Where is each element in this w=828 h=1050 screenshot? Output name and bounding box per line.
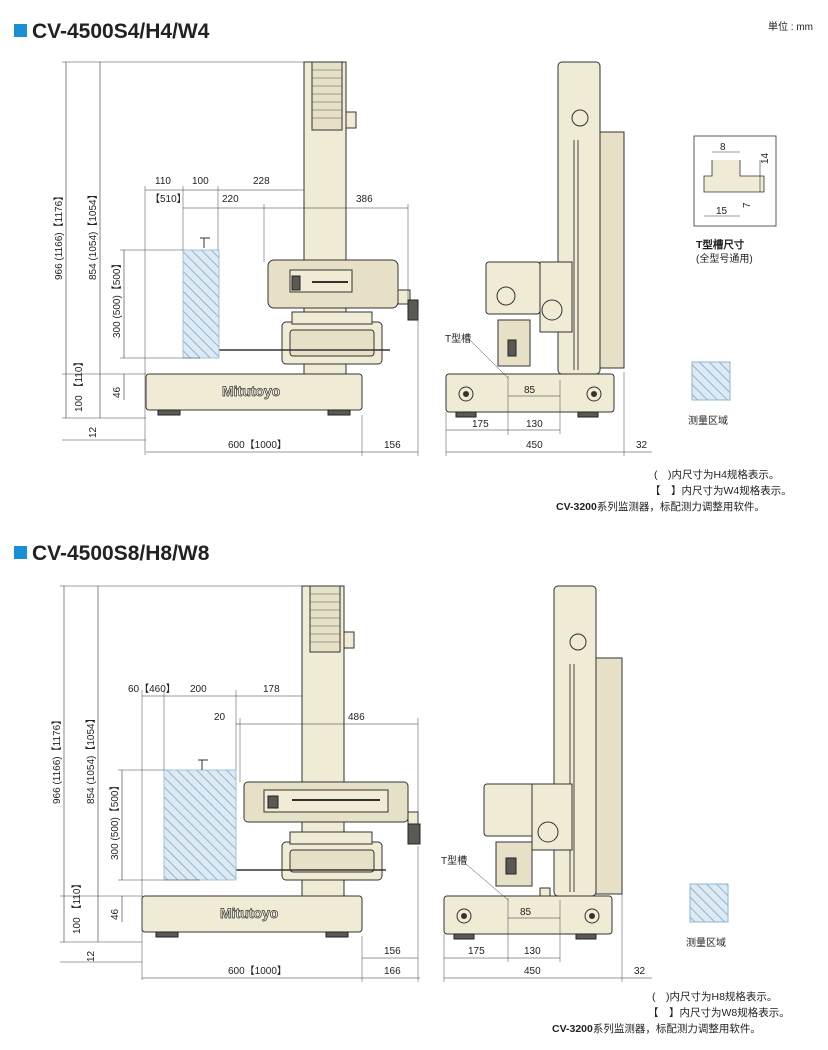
- dimension-label: T型槽尺寸: [696, 238, 745, 251]
- dimension-label: 8: [720, 142, 726, 153]
- note-2b: 【 】内尺寸为W8规格表示。: [648, 1006, 790, 1019]
- dimension-label: 600【1000】: [228, 965, 287, 977]
- dimension-label: 12: [88, 426, 99, 438]
- dimension-label: 46: [110, 908, 121, 920]
- dimension-label: T型槽: [445, 332, 471, 345]
- front-dims-1: 110 100 228 【510】 220 386 966 (1166)【117…: [53, 61, 419, 456]
- dimension-label: 100 【110】: [71, 879, 83, 934]
- dimension-label: 130: [524, 946, 541, 957]
- dimension-label: 【510】: [150, 193, 187, 205]
- section-2-title: CV-4500S8/H8/W8: [32, 542, 210, 565]
- front-dims-2: 60【460】 200 178 20 486 966 (1166)【1176】 …: [51, 585, 420, 982]
- note-1a: ( )内尺寸为H4规格表示。: [654, 468, 779, 481]
- dimension-label: 166: [384, 966, 401, 977]
- section-1: CV-4500S4/H4/W4: [14, 20, 792, 513]
- dimension-label: 85: [520, 907, 532, 918]
- legend-swatch-1: [691, 361, 731, 401]
- dimension-label: 85: [524, 385, 536, 396]
- note-1c: CV-3200系列监测器，标配测力调整用软件。: [556, 500, 765, 513]
- dimension-label: 175: [468, 946, 485, 957]
- dimension-label: (全型号通用): [696, 252, 753, 265]
- note-2a: ( )内尺寸为H8规格表示。: [652, 990, 777, 1003]
- title-marker-icon: [14, 546, 27, 559]
- dimension-label: 450: [526, 440, 543, 451]
- title-marker-icon: [14, 24, 27, 37]
- dimension-label: 300 (500)【500】: [111, 259, 123, 339]
- dimension-label: 386: [356, 194, 373, 205]
- side-view-2: T型槽 85 175 130 450 32: [441, 585, 652, 982]
- dimension-label: 46: [112, 386, 123, 398]
- dimension-label: 178: [263, 684, 280, 695]
- note-text: CV-3200: [556, 501, 597, 513]
- note-text: 系列监测器，标配测力调整用软件。: [593, 1022, 761, 1035]
- dimension-label: 220: [222, 194, 239, 205]
- measuring-area-2: [163, 769, 237, 881]
- section-2: CV-4500S8/H8/W8: [14, 542, 790, 1035]
- dimension-label: 110: [155, 176, 171, 187]
- dimension-label: 156: [384, 946, 401, 957]
- dimension-label: 14: [760, 152, 771, 164]
- front-view-2: Mitutoyo: [141, 585, 421, 938]
- mitutoyo-logo: Mitutoyo: [220, 905, 278, 921]
- section-1-title: CV-4500S4/H4/W4: [32, 20, 210, 43]
- dimension-label: 600【1000】: [228, 439, 287, 451]
- dimension-label: 20: [214, 712, 226, 723]
- dimension-label: 60【460】: [128, 683, 176, 695]
- mitutoyo-logo: Mitutoyo: [222, 383, 280, 399]
- dimension-label: 100: [192, 176, 209, 187]
- front-view-1: Mitutoyo: [145, 61, 419, 416]
- dimension-label: 486: [348, 712, 365, 723]
- legend-label-1: 测量区域: [688, 414, 728, 427]
- note-2c: CV-3200系列监测器，标配测力调整用软件。: [552, 1022, 761, 1035]
- note-text: CV-3200: [552, 1023, 593, 1035]
- dimension-label: 200: [190, 684, 207, 695]
- legend-label-2: 测量区域: [686, 936, 726, 949]
- dimension-label: 966 (1166)【1176】: [51, 715, 63, 804]
- measuring-area-1: [182, 249, 220, 359]
- note-text: 系列监测器，标配测力调整用软件。: [597, 500, 765, 513]
- dimension-label: 130: [526, 419, 543, 430]
- dimension-label: 100 【110】: [73, 357, 85, 412]
- dimension-label: 15: [716, 206, 728, 217]
- dimension-label: 854 (1054)【1054】: [87, 189, 99, 280]
- dimension-label: 854 (1054)【1054】: [85, 713, 97, 804]
- dimension-label: 32: [634, 966, 646, 977]
- dimension-label: 300 (500)【500】: [109, 781, 121, 861]
- dimension-label: 7: [742, 202, 753, 208]
- side-view-1: T型槽 85 175 130 450 32: [445, 61, 652, 456]
- dimension-label: 175: [472, 419, 489, 430]
- note-1b: 【 】内尺寸为W4规格表示。: [650, 484, 792, 497]
- dimension-label: 450: [524, 966, 541, 977]
- dimension-label: 12: [86, 950, 97, 962]
- dimension-label: 228: [253, 176, 270, 187]
- dimension-label: 32: [636, 440, 648, 451]
- unit-label: 単位 : mm: [768, 20, 813, 33]
- dimension-label: T型槽: [441, 854, 467, 867]
- dimension-label: 156: [384, 440, 401, 451]
- tslot-detail: 8 14 7 15 T型槽尺寸 (全型号通用): [693, 135, 777, 265]
- dimension-label: 966 (1166)【1176】: [53, 191, 65, 280]
- legend-swatch-2: [689, 883, 729, 923]
